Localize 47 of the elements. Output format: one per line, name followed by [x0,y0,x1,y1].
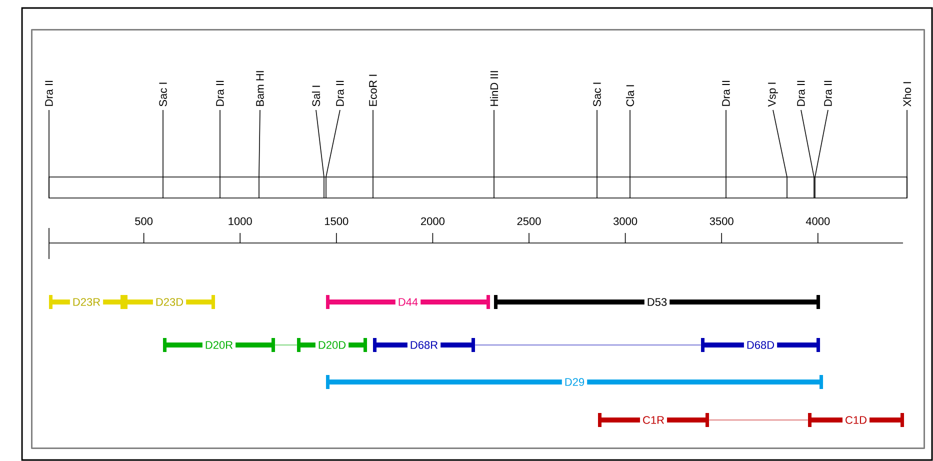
fragment-bar: D68D [701,336,820,354]
scale-number: 3000 [614,217,638,226]
scale-number: 1500 [325,217,348,226]
site-label: Bam HI [256,71,264,106]
fragment-bar: D53 [494,293,820,311]
node-label: D23D [156,298,184,306]
site-label: EcoR I [369,74,377,106]
scale-number: 500 [135,217,153,226]
site-label: Xho I [902,82,912,107]
node-label: D68D [747,341,774,349]
node-label: D20D [318,341,346,349]
site-label: Dra II [797,80,805,106]
connector-line [474,344,702,346]
fragment-bar: D68R [373,336,475,354]
site-label: Dra II [722,80,730,106]
node-label: D29 [565,378,584,386]
scale-number: 4000 [806,217,830,226]
fragment-bar: C1D [808,411,904,429]
node-label: D44 [398,298,418,306]
fragment-bar: D23D [124,293,215,311]
fragment-bar: D29 [326,373,824,391]
site-label: Cla I [626,85,634,106]
node-label: D23R [73,298,100,306]
node-label: D20R [206,341,233,349]
node-label: D68R [410,341,438,349]
fragment-bar: D20D [297,336,367,354]
node-label: C1D [846,416,866,424]
scale-number: 3500 [710,217,734,226]
site-label: Sac I [593,82,601,106]
site-label: Vsp I [768,82,778,107]
site-label: Sal I [312,86,320,106]
site-label: Dra II [824,80,832,106]
scale-number: 2500 [517,217,541,226]
site-label: Dra II [45,80,53,106]
site-label: HinD III [490,71,498,106]
fragment-bar: C1R [598,411,709,429]
fragment-bar: D23R [49,293,124,311]
site-label: Dra II [336,80,344,106]
fragment-bar: D44 [326,293,490,311]
site-label: Dra II [216,80,224,106]
scale-number: 2000 [421,217,444,226]
scale-number: 1000 [228,217,252,226]
site-label: Sac I [159,82,167,106]
node-label: D53 [648,298,667,306]
connector-line [274,344,298,346]
fragment-bar: D20R [163,336,275,354]
node-label: C1R [643,416,664,424]
